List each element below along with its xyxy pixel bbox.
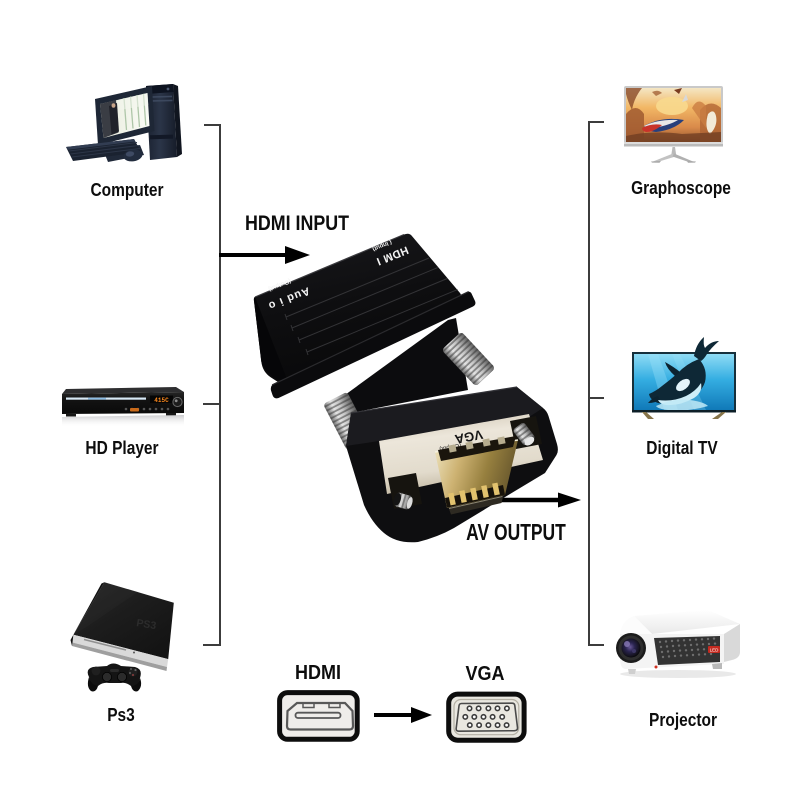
svg-text:VGA: VGA (453, 427, 484, 447)
svg-text:415C: 415C (154, 397, 169, 404)
svg-text:PS3: PS3 (136, 617, 158, 632)
svg-text:LED: LED (710, 648, 720, 653)
